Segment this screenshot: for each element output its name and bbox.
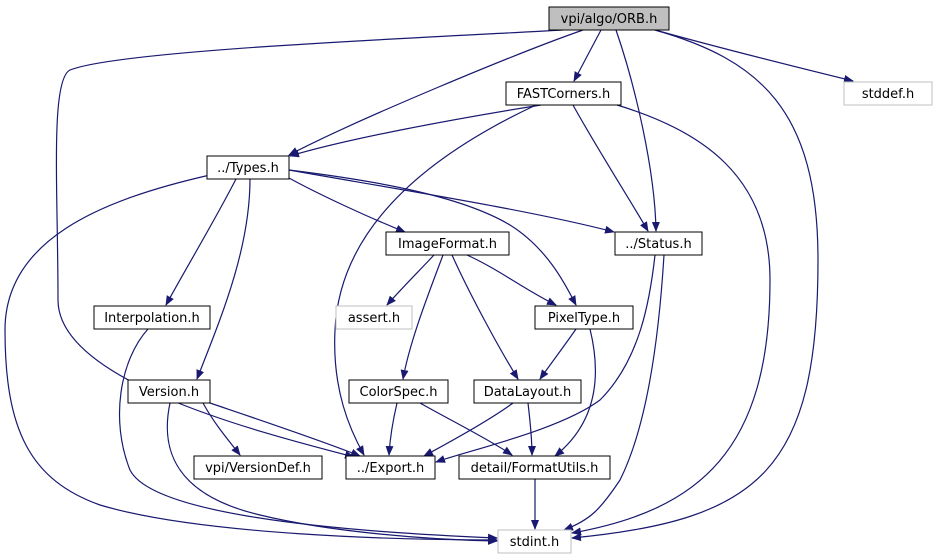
node-label: ImageFormat.h <box>398 237 497 252</box>
node-label: Interpolation.h <box>104 311 200 326</box>
node-label: vpi/VersionDef.h <box>205 461 311 476</box>
node-box <box>458 455 611 480</box>
edge-version-to-versiondef <box>202 402 241 456</box>
node-box <box>534 305 634 330</box>
node-fast[interactable]: FASTCorners.h <box>505 81 622 106</box>
node-versiondef[interactable]: vpi/VersionDef.h <box>193 455 323 480</box>
node-export[interactable]: ../Export.h <box>345 455 436 480</box>
edge-imageformat-to-assert <box>386 254 435 306</box>
node-box <box>93 305 211 330</box>
edge-orb-to-status <box>615 29 660 232</box>
edge-types-to-pixeltype <box>288 169 577 306</box>
edge-fast-to-export <box>334 104 537 456</box>
edge-imageformat-to-pixeltype <box>466 254 557 306</box>
node-box <box>497 529 572 554</box>
edge-orb-to-types <box>288 29 584 156</box>
node-interp[interactable]: Interpolation.h <box>93 305 211 330</box>
node-label: ../Status.h <box>625 237 691 252</box>
edge-colorspec-to-export <box>385 402 398 456</box>
node-box <box>843 81 933 106</box>
node-version[interactable]: Version.h <box>127 379 211 404</box>
edge-orb-to-stdint <box>571 29 819 542</box>
node-label: DataLayout.h <box>484 385 572 400</box>
edge-types-to-stdint <box>4 174 498 544</box>
node-types[interactable]: ../Types.h <box>206 155 290 180</box>
node-box <box>505 81 622 106</box>
edge-version-to-export <box>209 402 361 457</box>
node-box <box>348 379 449 404</box>
node-datalayout[interactable]: DataLayout.h <box>473 379 582 404</box>
edge-types-to-version <box>196 178 251 380</box>
node-label: ../Export.h <box>357 461 425 476</box>
node-label: ../Types.h <box>217 161 279 176</box>
edge-types-to-status <box>288 169 615 234</box>
edges-layer <box>4 29 854 545</box>
node-label: FASTCorners.h <box>517 87 610 102</box>
edge-interp-to-stdint <box>118 328 498 542</box>
node-box <box>473 379 582 404</box>
edge-datalayout-to-formatutils <box>527 402 536 456</box>
node-box <box>345 455 436 480</box>
edge-types-to-imageformat <box>288 177 406 233</box>
node-stddef: stddef.h <box>843 81 933 106</box>
node-stdint: stdint.h <box>497 529 572 554</box>
node-box <box>206 155 290 180</box>
edge-imageformat-to-colorspec <box>400 254 444 380</box>
node-label: detail/FormatUtils.h <box>471 461 599 476</box>
edge-colorspec-to-formatutils <box>419 402 513 456</box>
node-label: stddef.h <box>862 87 914 102</box>
node-label: Version.h <box>139 385 199 400</box>
edge-datalayout-to-export <box>423 402 514 457</box>
edge-pixeltype-to-datalayout <box>539 328 577 380</box>
node-label: vpi/algo/ORB.h <box>561 12 658 27</box>
node-orb[interactable]: vpi/algo/ORB.h <box>548 6 670 31</box>
edge-pixeltype-to-formatutils <box>554 328 596 457</box>
node-box <box>614 231 703 256</box>
edge-fast-to-types <box>289 104 542 158</box>
edge-orb-to-fast <box>573 29 602 82</box>
node-colorspec[interactable]: ColorSpec.h <box>348 379 449 404</box>
node-box <box>335 305 413 330</box>
node-label: assert.h <box>348 311 400 326</box>
node-assert: assert.h <box>335 305 413 330</box>
edge-fast-to-status <box>572 104 649 232</box>
node-label: PixelType.h <box>548 311 620 326</box>
node-label: ColorSpec.h <box>360 385 438 400</box>
node-status[interactable]: ../Status.h <box>614 231 703 256</box>
node-box <box>127 379 211 404</box>
edge-imageformat-to-datalayout <box>451 254 519 380</box>
node-box <box>193 455 323 480</box>
node-box <box>548 6 670 31</box>
edge-fast-to-stdint <box>571 104 771 536</box>
node-pixeltype[interactable]: PixelType.h <box>534 305 634 330</box>
node-imageformat[interactable]: ImageFormat.h <box>385 231 510 256</box>
edge-status-to-stdint <box>563 254 665 531</box>
node-box <box>385 231 510 256</box>
edge-version-to-stdint <box>166 402 498 545</box>
edge-types-to-interp <box>165 178 237 306</box>
edge-status-to-export <box>435 254 656 463</box>
node-label: stdint.h <box>510 535 559 550</box>
edge-orb-to-stddef <box>654 29 854 83</box>
node-formatutils[interactable]: detail/FormatUtils.h <box>458 455 611 480</box>
